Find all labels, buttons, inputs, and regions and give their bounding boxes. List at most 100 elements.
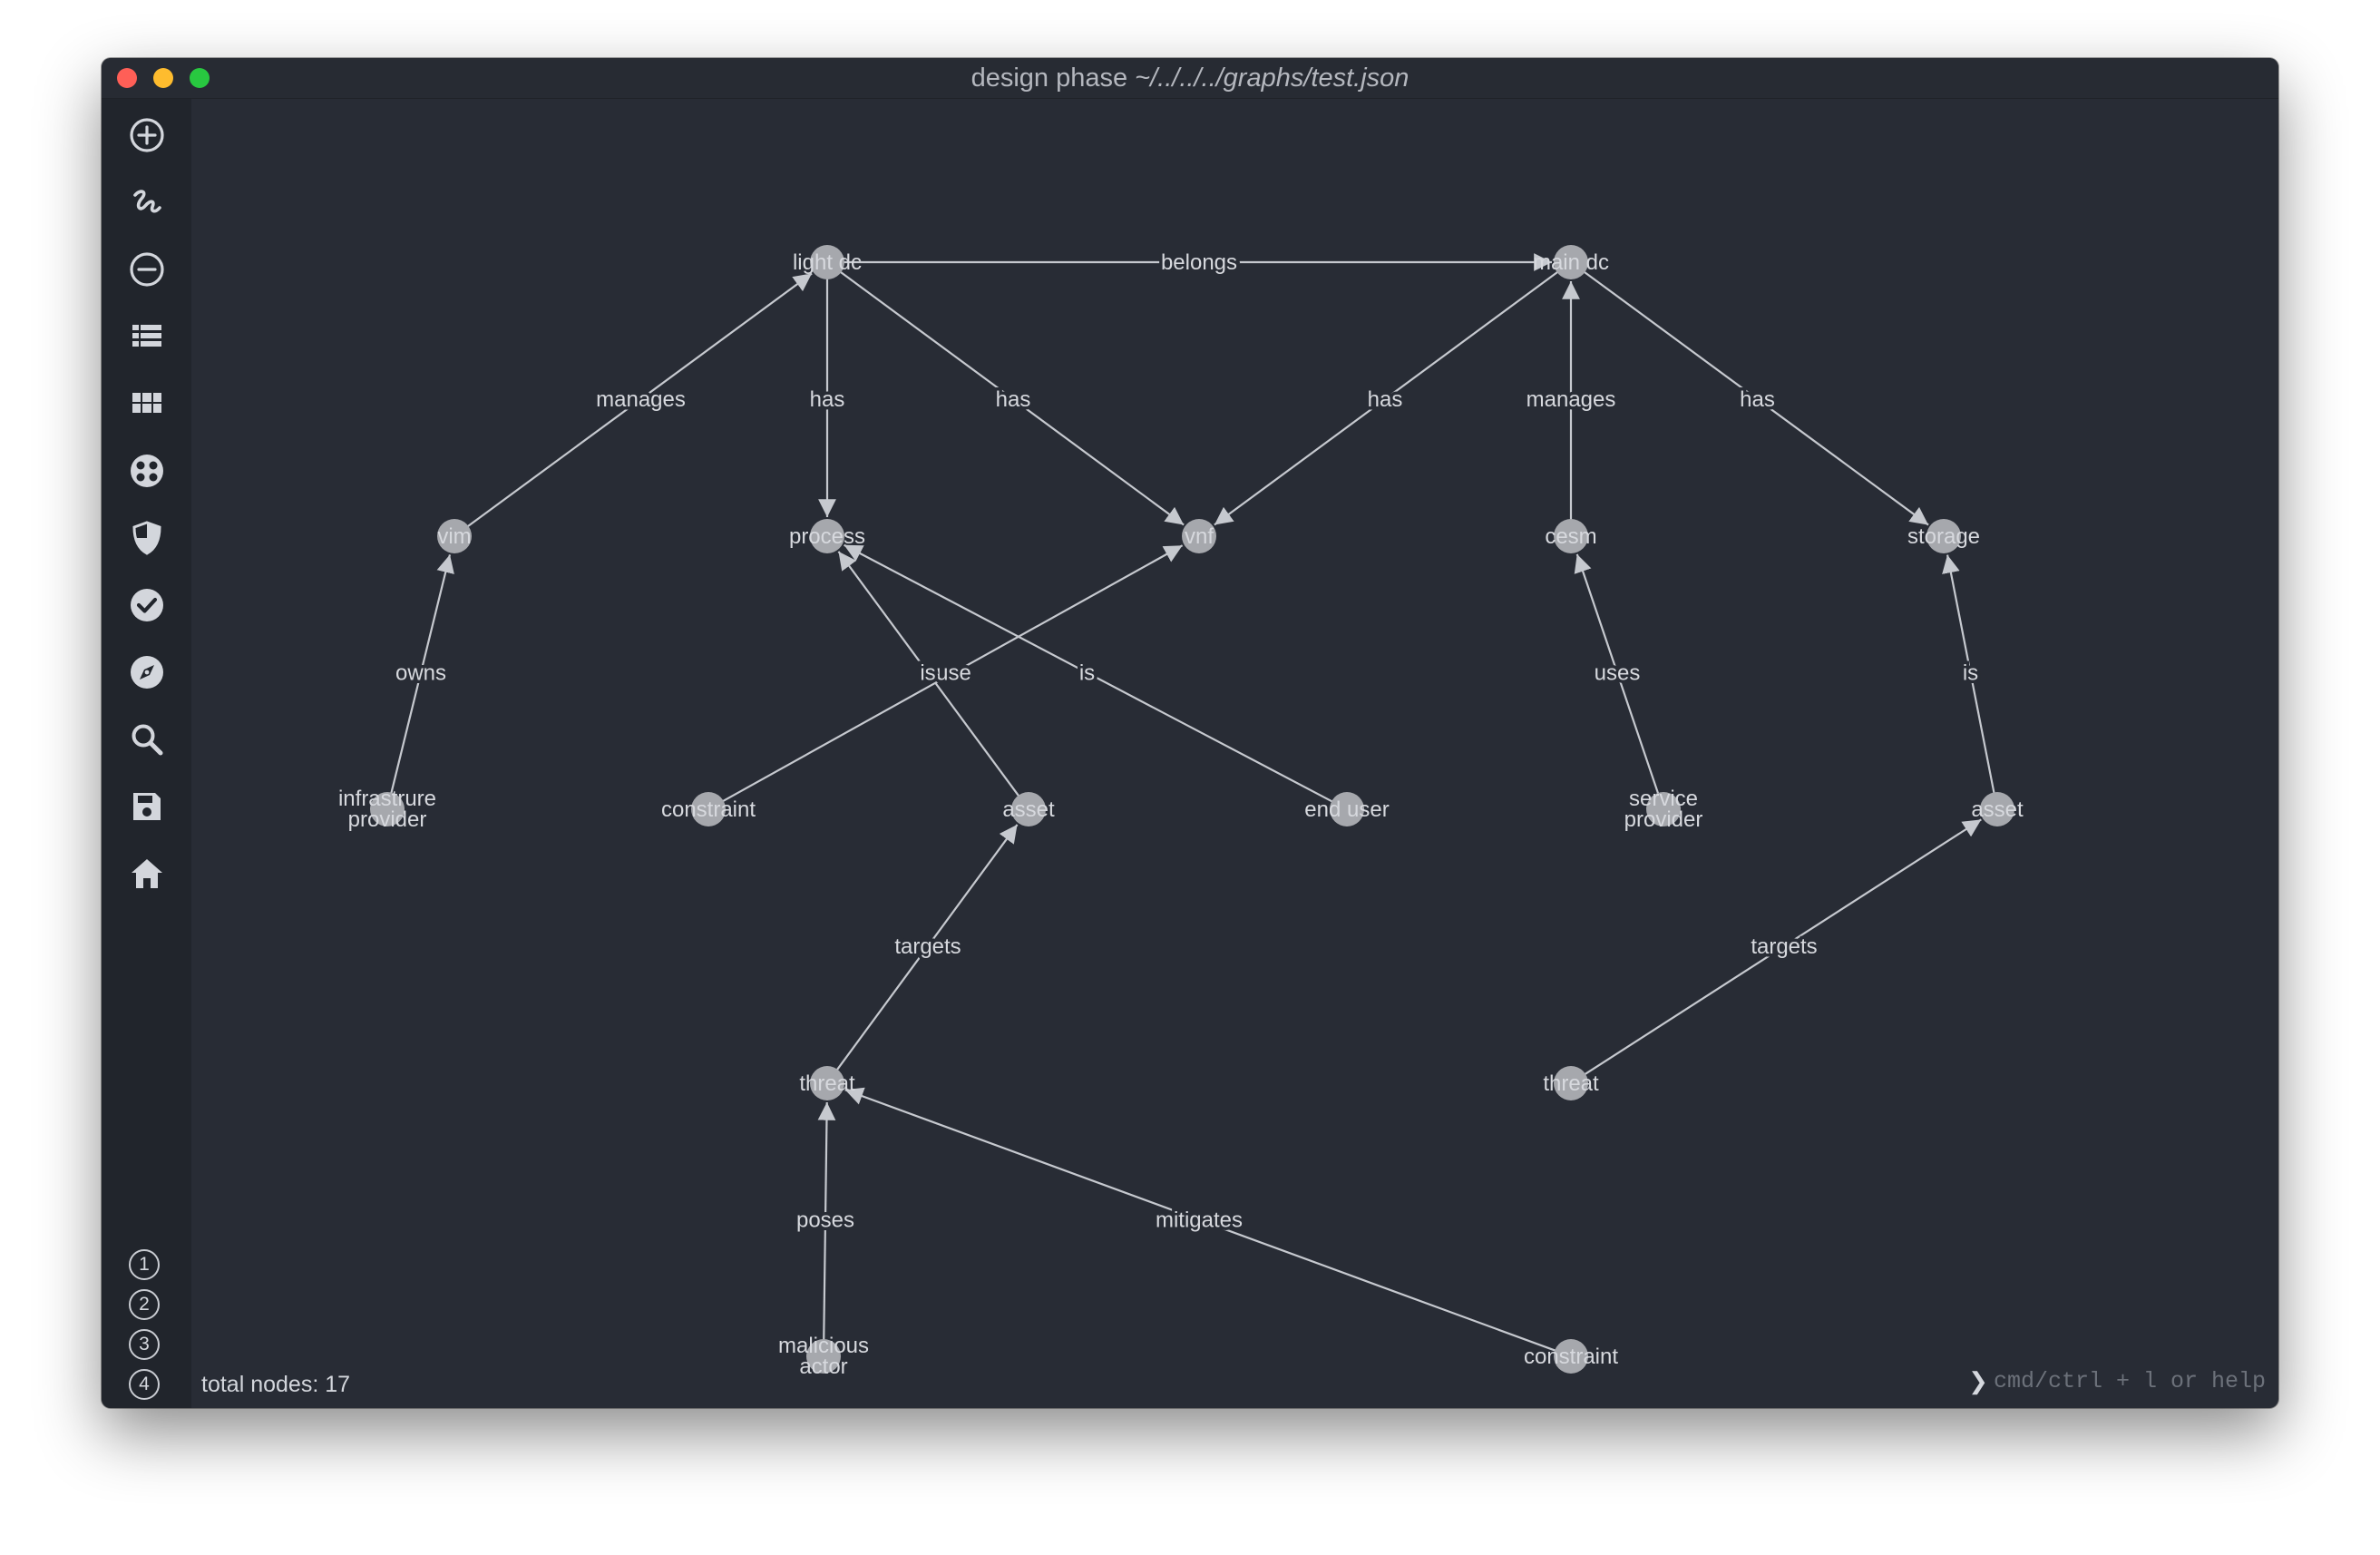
graph-edge[interactable] xyxy=(844,543,1339,806)
graph-edge[interactable] xyxy=(832,824,1019,1076)
node-circle[interactable] xyxy=(691,792,726,826)
validate-button[interactable] xyxy=(123,582,171,629)
node-circle[interactable] xyxy=(437,519,472,553)
explore-button[interactable] xyxy=(123,649,171,696)
node-layer: light dc main dc vim process vnf cesm storage i… xyxy=(338,245,2024,1379)
draw-edge-button[interactable] xyxy=(123,179,171,226)
edge-label: belongs xyxy=(1161,250,1237,275)
workspace-3-button[interactable]: 3 xyxy=(129,1329,160,1360)
cluster-icon xyxy=(131,455,163,487)
graph-node[interactable]: threat xyxy=(799,1066,855,1100)
node-label: asset xyxy=(1971,797,2024,822)
home-button[interactable] xyxy=(123,850,171,897)
graph-edge[interactable] xyxy=(717,544,1184,806)
edge-label: uses xyxy=(1595,661,1641,686)
graph-edge[interactable] xyxy=(1578,818,1982,1079)
node-circle[interactable] xyxy=(1980,792,2014,826)
graph-node[interactable]: storage xyxy=(1907,519,1980,553)
remove-node-button[interactable] xyxy=(123,246,171,293)
node-label: main dc xyxy=(1533,250,1609,275)
graph-node[interactable]: threat xyxy=(1543,1066,1599,1100)
graph-edge[interactable] xyxy=(388,554,454,800)
node-circle[interactable] xyxy=(1182,519,1216,553)
workspace-4-button[interactable]: 4 xyxy=(129,1369,160,1400)
search-button[interactable] xyxy=(123,716,171,763)
cluster-button[interactable] xyxy=(123,447,171,494)
node-circle[interactable] xyxy=(810,519,844,553)
node-label: vim xyxy=(437,524,471,549)
graph-edge[interactable] xyxy=(817,1101,836,1346)
node-label-line: provider xyxy=(1624,807,1703,832)
graph-edge[interactable] xyxy=(837,551,1024,802)
edge-label: use xyxy=(936,661,971,686)
security-button[interactable] xyxy=(123,514,171,562)
file-path: ~/../../../graphs/test.json xyxy=(1135,64,1409,93)
maximize-window-button[interactable] xyxy=(190,68,210,88)
node-circle[interactable] xyxy=(1554,519,1588,553)
add-node-button[interactable] xyxy=(123,112,171,159)
node-circle[interactable] xyxy=(370,792,405,826)
node-label: threat xyxy=(799,1071,855,1096)
minimize-window-button[interactable] xyxy=(153,68,173,88)
graph-node[interactable]: process xyxy=(789,519,865,553)
remove-node-icon xyxy=(130,252,164,287)
graph-node[interactable]: vim xyxy=(437,519,472,553)
node-label: end user xyxy=(1304,797,1389,822)
node-circle[interactable] xyxy=(1926,519,1961,553)
node-label: constraint xyxy=(661,797,756,822)
graph-edge[interactable] xyxy=(1942,554,1996,800)
graph-node[interactable]: light dc xyxy=(793,245,862,279)
edge-label: poses xyxy=(796,1208,854,1233)
graph-edge[interactable] xyxy=(1578,267,1929,526)
edge-label: has xyxy=(810,387,845,412)
node-label: threat xyxy=(1543,1071,1599,1096)
graph-edge[interactable] xyxy=(1214,267,1564,526)
save-button[interactable] xyxy=(123,783,171,830)
node-circle[interactable] xyxy=(810,1066,844,1100)
workspace-2-button[interactable]: 2 xyxy=(129,1289,160,1320)
edge-label: targets xyxy=(1751,934,1817,959)
node-label: light dc xyxy=(793,250,862,275)
node-circle[interactable] xyxy=(806,1339,841,1374)
workspace-1-button[interactable]: 1 xyxy=(129,1249,160,1280)
draw-edge-icon xyxy=(133,190,161,213)
graph-node[interactable]: asset xyxy=(1971,792,2024,826)
node-circle[interactable] xyxy=(1011,792,1046,826)
close-window-button[interactable] xyxy=(117,68,137,88)
node-label-line: infrastrure xyxy=(338,787,436,811)
edge-label: is xyxy=(920,661,935,686)
graph-node[interactable]: constraint xyxy=(661,792,756,826)
graph-edge[interactable] xyxy=(1574,553,1662,800)
graph-node[interactable]: cesm xyxy=(1545,519,1597,553)
node-circle[interactable] xyxy=(1330,792,1364,826)
graph-node[interactable]: end user xyxy=(1304,792,1390,826)
node-circle[interactable] xyxy=(1554,1339,1588,1374)
command-hint[interactable]: ❯ cmd/ctrl + l or help xyxy=(1968,1367,2266,1395)
add-node-icon xyxy=(130,118,164,152)
graph-node[interactable]: asset xyxy=(1002,792,1055,826)
app-window: design phase ~/../../../graphs/test.json xyxy=(102,58,2278,1408)
graph-edge[interactable] xyxy=(462,272,813,532)
grid-view-button[interactable] xyxy=(123,380,171,427)
graph-node[interactable]: vnf xyxy=(1182,519,1216,553)
list-view-button[interactable] xyxy=(123,313,171,360)
graph-edge[interactable] xyxy=(834,267,1185,526)
graph-edge[interactable] xyxy=(844,1087,1562,1355)
shield-icon xyxy=(132,521,161,555)
graph-node[interactable]: main dc xyxy=(1533,245,1609,279)
node-circle[interactable] xyxy=(1554,245,1588,279)
node-circle[interactable] xyxy=(810,245,844,279)
edge-label: mitigates xyxy=(1156,1208,1243,1233)
graph-node[interactable]: constraint xyxy=(1524,1339,1618,1374)
edge-label: has xyxy=(1368,387,1403,412)
sidebar-toolbar: 1 2 3 4 5 xyxy=(102,99,191,1408)
node-circle[interactable] xyxy=(1554,1066,1588,1100)
node-circle[interactable] xyxy=(1646,792,1681,826)
